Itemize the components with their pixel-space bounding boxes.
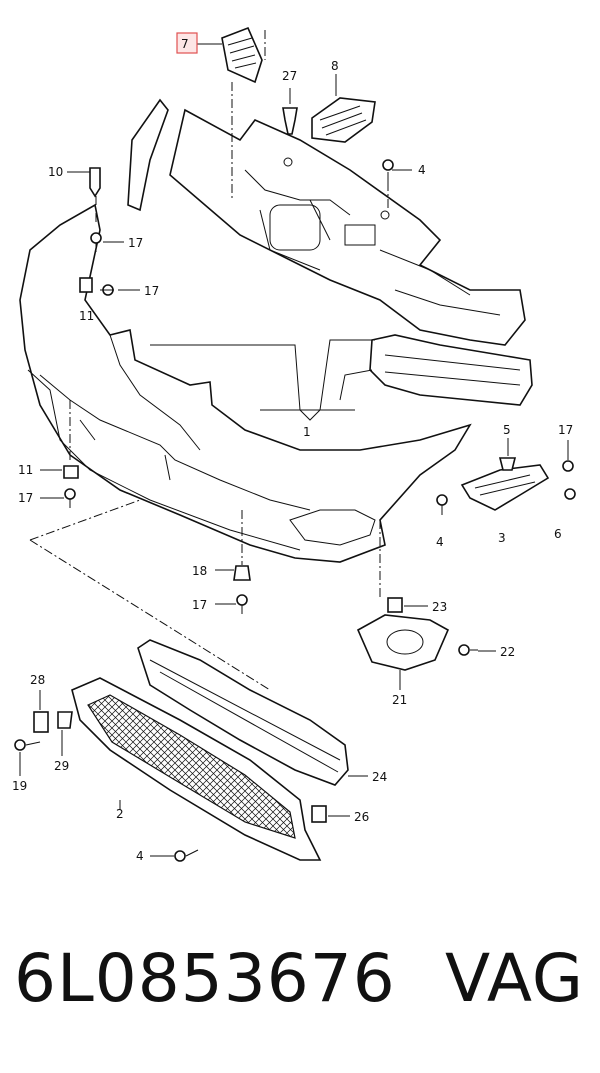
fog-lamp-cover-21	[356, 614, 450, 671]
leader-lines	[19, 43, 569, 857]
clip-26	[311, 805, 327, 823]
lower-bracket-reinforcement	[369, 334, 533, 406]
screw-4-top	[380, 159, 394, 220]
callout-17: 17	[128, 236, 143, 250]
callout-18: 18	[192, 564, 207, 578]
bumper-cover	[19, 203, 472, 563]
brand-text: VAG	[444, 940, 584, 1017]
callout-8: 8	[331, 59, 339, 73]
callout-19: 19	[12, 779, 27, 793]
part-number-text: 6L0853676	[14, 940, 396, 1017]
clip-27	[282, 88, 298, 167]
callout-26: 26	[354, 810, 369, 824]
screw-17-e	[236, 594, 248, 614]
screw-4-side	[436, 494, 448, 515]
callout-7: 7	[181, 37, 189, 51]
callout-11: 11	[79, 309, 94, 323]
clip-29	[57, 711, 73, 729]
callout-4: 4	[436, 535, 444, 549]
screw-22	[458, 644, 478, 656]
screw-17-b	[100, 284, 114, 296]
side-bracket-3	[460, 464, 550, 511]
callout-5: 5	[503, 423, 511, 437]
clip-28	[33, 711, 49, 733]
screw-17-c	[64, 488, 76, 508]
callout-17: 17	[144, 284, 159, 298]
clip-10	[89, 167, 101, 198]
callout-27: 27	[282, 69, 297, 83]
callout-17: 17	[558, 423, 573, 437]
callout-11: 11	[18, 463, 33, 477]
callout-22: 22	[500, 645, 515, 659]
grille-insert-7	[221, 26, 263, 84]
callout-21: 21	[392, 693, 407, 707]
grille-insert-8	[311, 97, 376, 143]
callout-17: 17	[192, 598, 207, 612]
screw-17-d	[562, 460, 574, 472]
lower-grille-2	[71, 677, 322, 861]
callout-28: 28	[30, 673, 45, 687]
callout-6: 6	[554, 527, 562, 541]
screw-17-a	[90, 232, 102, 252]
callout-2: 2	[116, 807, 124, 821]
bumper-carrier-bracket	[127, 98, 526, 346]
callout-24: 24	[372, 770, 387, 784]
screw-19	[14, 739, 41, 751]
callout-10: 10	[48, 165, 63, 179]
callout-23: 23	[432, 600, 447, 614]
clip-23	[387, 597, 403, 613]
clip-11-lower	[63, 465, 79, 479]
callout-4: 4	[418, 163, 426, 177]
highlight-box-7	[176, 32, 198, 54]
screw-6	[564, 488, 576, 500]
exploded-parts-diagram: 7 27 8 4 10 17 17 11 1 5 17 11 17 4 3 6 …	[12, 26, 576, 863]
clip-11-upper	[79, 277, 93, 293]
clip-18	[233, 565, 251, 581]
callout-1: 1	[303, 425, 311, 439]
callout-4: 4	[136, 849, 144, 863]
screw-4-bottom	[174, 849, 199, 862]
clip-5	[498, 457, 517, 471]
callout-29: 29	[54, 759, 69, 773]
callout-3: 3	[498, 531, 506, 545]
callout-17: 17	[18, 491, 33, 505]
